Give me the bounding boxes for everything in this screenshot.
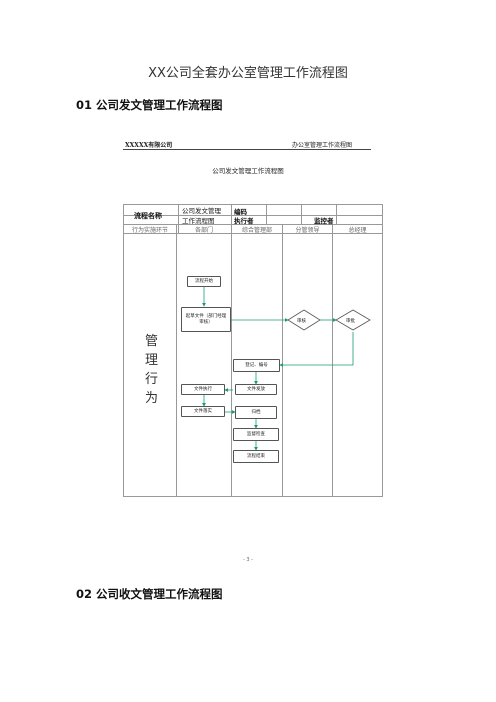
header-rule bbox=[123, 149, 371, 150]
section-heading-1: 01 公司发文管理工作流程图 bbox=[76, 98, 223, 112]
side-label-char-3: 行 bbox=[145, 372, 159, 387]
section-heading-2: 02 公司收文管理工作流程图 bbox=[76, 587, 223, 601]
node-dept-execute: 文件执行 bbox=[181, 384, 225, 395]
doc-header: 办公室管理工作流程图 bbox=[292, 142, 353, 149]
process-name-label: 流程名称 bbox=[134, 211, 162, 220]
side-label-char-1: 管 bbox=[145, 334, 159, 349]
node-draft: 起草文件（部门经理审核） bbox=[181, 307, 231, 332]
side-label-char-4: 为 bbox=[145, 391, 159, 406]
process-name-value-1: 公司发文管理 bbox=[182, 207, 221, 215]
arrow-approve-register bbox=[279, 332, 354, 367]
node-issue: 文件发放 bbox=[235, 384, 277, 395]
review-diamond bbox=[287, 309, 321, 331]
table-divider bbox=[178, 205, 179, 233]
company-header: XXXXX有限公司 bbox=[125, 142, 173, 149]
executor-label: 执行者 bbox=[234, 217, 254, 225]
side-label-char-2: 理 bbox=[145, 353, 159, 368]
node-supervise: 监督检查 bbox=[233, 428, 279, 441]
node-end: 流程结束 bbox=[233, 450, 279, 463]
node-approve: 审批 bbox=[346, 319, 355, 324]
table-divider bbox=[301, 205, 302, 224]
supervisor-label: 监控者 bbox=[314, 217, 334, 225]
table-divider bbox=[124, 233, 382, 234]
lane-header-leader: 分管领导 bbox=[295, 227, 320, 234]
approve-diamond bbox=[335, 309, 371, 331]
page-number: - 3 - bbox=[243, 557, 253, 563]
node-dept-implement: 文件落实 bbox=[181, 406, 225, 417]
node-register: 登记、编号 bbox=[233, 359, 280, 372]
code-label: 编码 bbox=[234, 208, 247, 216]
lane-divider bbox=[282, 224, 283, 497]
lane-header-phase: 行为实施环节 bbox=[131, 227, 168, 234]
lane-divider bbox=[332, 224, 333, 497]
lane-divider bbox=[176, 224, 177, 497]
table-divider bbox=[231, 205, 232, 497]
flowchart-title: 公司发文管理工作流程图 bbox=[212, 167, 284, 175]
node-start: 流程开始 bbox=[187, 276, 221, 287]
node-archive: 归档 bbox=[235, 406, 277, 419]
table-divider bbox=[124, 224, 382, 225]
document-title: XX公司全套办公室管理工作流程图 bbox=[148, 66, 348, 81]
lane-header-admin: 综合管理部 bbox=[241, 227, 272, 234]
lane-header-departments: 各部门 bbox=[194, 227, 213, 234]
node-review: 审核 bbox=[297, 319, 306, 324]
lane-header-gm: 总经理 bbox=[348, 227, 367, 234]
table-divider bbox=[336, 205, 337, 224]
table-divider bbox=[266, 205, 267, 224]
process-name-value-2: 工作流程图 bbox=[182, 217, 215, 225]
process-table: 流程名称 公司发文管理 工作流程图 编码 执行者 监控者 行为实施环节 各部门 … bbox=[123, 204, 383, 497]
table-divider bbox=[124, 215, 382, 216]
